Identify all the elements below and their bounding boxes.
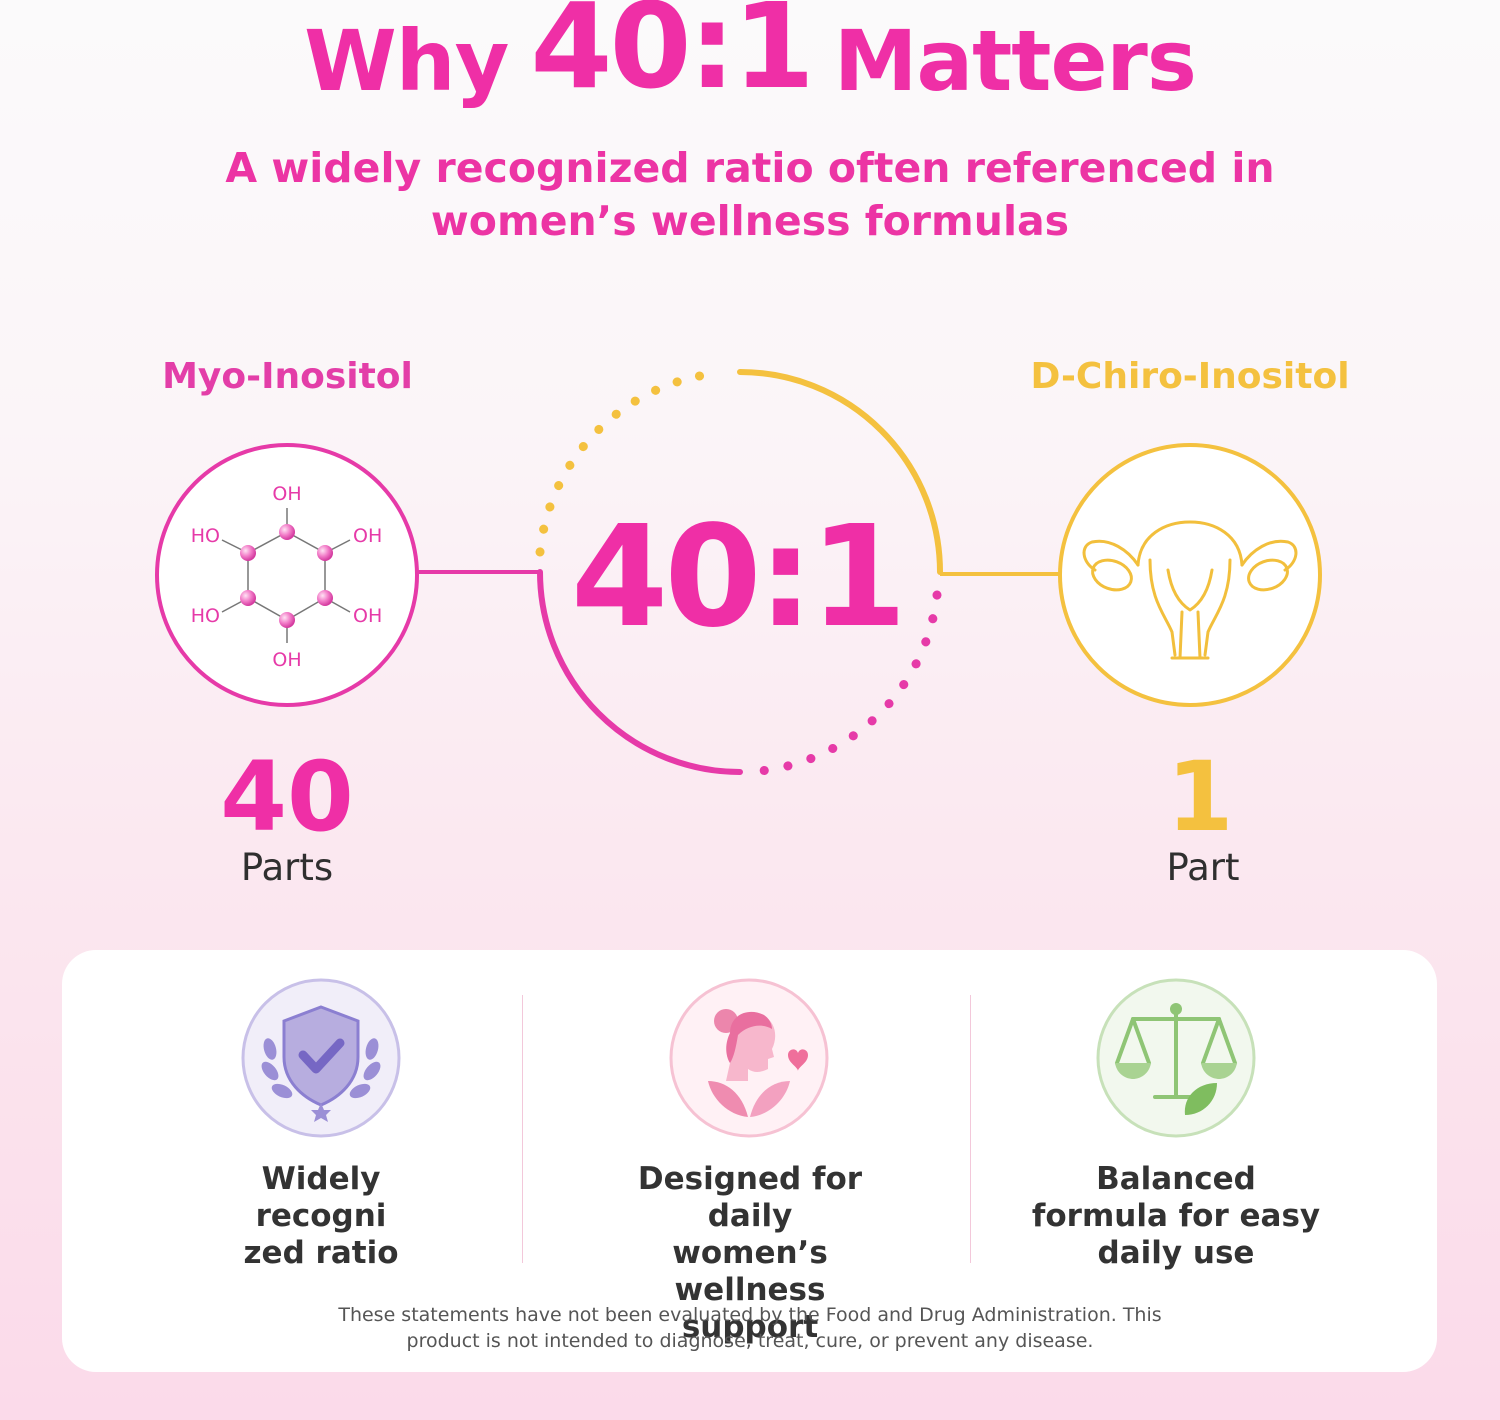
dci-amount: 1 (1167, 741, 1234, 853)
subtitle: A widely recognized ratio often referenc… (150, 142, 1350, 248)
subtitle-line-2: women’s wellness formulas (430, 197, 1070, 245)
shield-check-laurel-icon (241, 978, 401, 1138)
feature-3-line-1: Balanced (1096, 1161, 1256, 1197)
page-title: Why 40:1 Matters (0, 0, 1500, 125)
title-word-why: Why (304, 12, 509, 110)
feature-2-line-1: Designed for daily (637, 1161, 863, 1234)
ring-arc-yellow (737, 369, 943, 575)
group-oh-bottom: OH (272, 649, 301, 671)
group-ho-lower-left: HO (191, 605, 220, 627)
uterus-icon (1082, 520, 1298, 660)
group-oh-top: OH (272, 483, 301, 505)
myo-unit: Parts (241, 846, 333, 889)
center-ratio: 40:1 (571, 496, 903, 659)
feature-1-title: Widely recogni zed ratio (171, 1161, 471, 1272)
feature-3-line-3: daily use (1097, 1235, 1255, 1271)
d-chiro-inositol-label: D-Chiro-Inositol (1030, 356, 1350, 397)
feature-2-line-2: women’s wellness (672, 1235, 828, 1308)
feature-1-line-1: Widely (261, 1161, 381, 1197)
ratio-diagram: OH OH OH OH HO HO 40:1 40 Parts 1 Part (155, 368, 1322, 889)
d-chiro-inositol-circle (1058, 443, 1322, 707)
group-oh-upper-right: OH (353, 525, 382, 547)
title-ratio: 40:1 (530, 0, 815, 115)
title-word-matters: Matters (833, 12, 1197, 110)
divider-2 (970, 995, 971, 1263)
group-ho-upper-left: HO (191, 525, 220, 547)
feature-1-line-2: recogni (255, 1198, 387, 1234)
myo-inositol-circle (155, 443, 419, 707)
disclaimer-line-1: These statements have not been evaluated… (338, 1304, 1162, 1326)
disclaimer-line-2: product is not intended to diagnose, tre… (406, 1330, 1094, 1352)
fda-disclaimer: These statements have not been evaluated… (300, 1302, 1200, 1354)
feature-3-title: Balanced formula for easy daily use (1026, 1161, 1326, 1272)
feature-2-line-3: support (681, 1309, 819, 1345)
feature-1-line-3: zed ratio (243, 1235, 399, 1271)
group-oh-lower-right: OH (353, 605, 382, 627)
subtitle-line-1: A widely recognized ratio often referenc… (225, 144, 1275, 192)
myo-inositol-label: Myo-Inositol (162, 356, 413, 397)
divider-1 (522, 995, 523, 1263)
ring-dots-yellow (535, 368, 725, 557)
ring-arc-pink (537, 569, 743, 775)
myo-amount: 40 (220, 741, 354, 853)
woman-profile-heart-icon (669, 978, 829, 1138)
balance-scale-leaf-icon (1096, 978, 1256, 1138)
dci-unit: Part (1166, 846, 1239, 889)
feature-3-line-2: formula for easy (1031, 1198, 1321, 1234)
inositol-molecule-icon (221, 508, 351, 643)
feature-2-title: Designed for daily women’s wellness supp… (600, 1161, 900, 1346)
